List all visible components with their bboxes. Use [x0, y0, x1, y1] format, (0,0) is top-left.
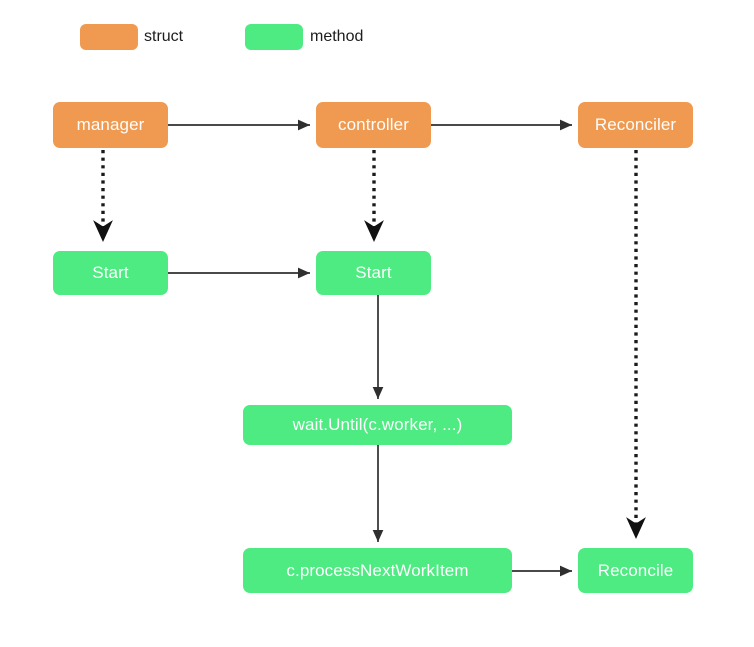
node-start-manager[interactable]: Start: [53, 251, 168, 295]
node-reconcile[interactable]: Reconcile: [578, 548, 693, 593]
node-reconciler[interactable]: Reconciler: [578, 102, 693, 148]
node-start-controller[interactable]: Start: [316, 251, 431, 295]
legend-swatch-struct: [80, 24, 138, 50]
legend-label-struct: struct: [144, 28, 184, 45]
legend-label-method: method: [310, 28, 364, 45]
node-wait-until[interactable]: wait.Until(c.worker, ...): [243, 405, 512, 445]
node-process-next-work-item[interactable]: c.processNextWorkItem: [243, 548, 512, 593]
node-controller[interactable]: controller: [316, 102, 431, 148]
legend-swatch-method: [245, 24, 303, 50]
node-manager[interactable]: manager: [53, 102, 168, 148]
